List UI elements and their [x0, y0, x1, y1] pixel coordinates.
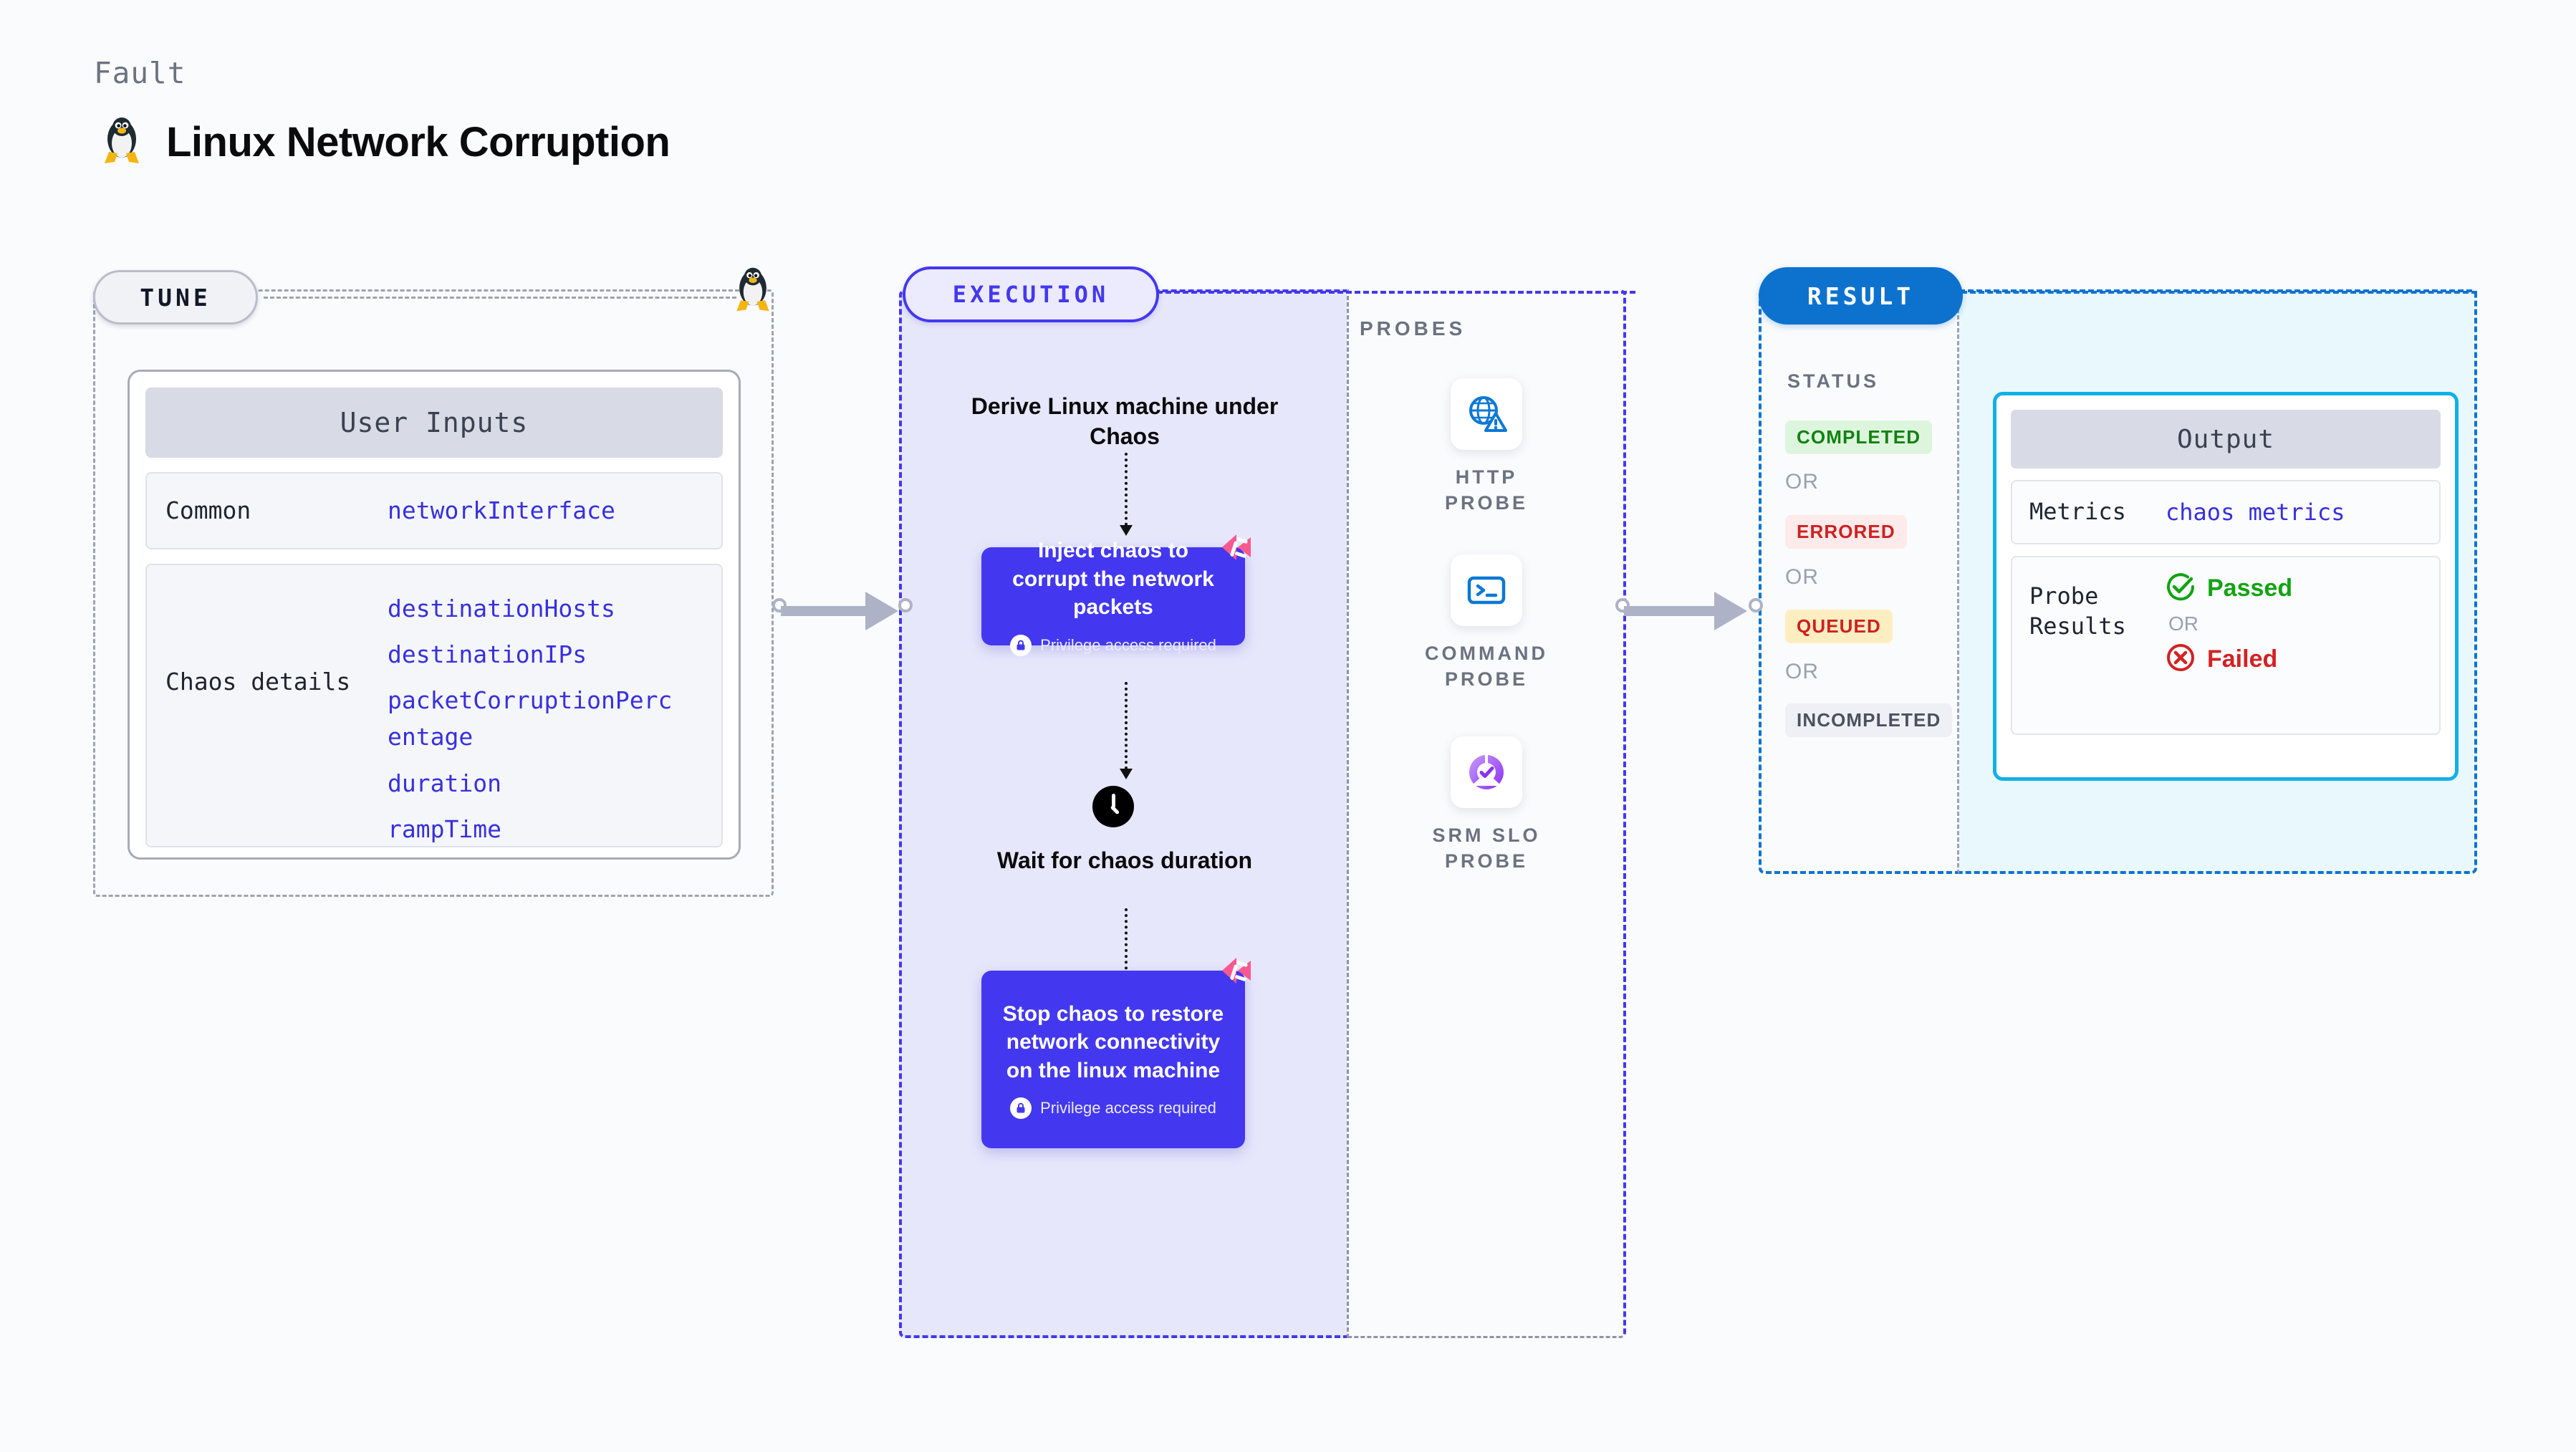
status-label: STATUS [1787, 370, 1879, 392]
value-item[interactable]: destinationHosts [388, 595, 615, 622]
globe-warning-icon [1451, 378, 1522, 450]
output-row-metrics: Metrics chaos metrics [2011, 480, 2441, 544]
row-values: networkInterface [388, 483, 615, 538]
probes-panel [1347, 289, 1626, 1338]
user-inputs-card: User Inputs Common networkInterface Chao… [128, 370, 741, 860]
metrics-value[interactable]: chaos metrics [2166, 499, 2345, 526]
clock-icon [1091, 784, 1135, 832]
terminal-icon [1451, 554, 1522, 626]
connector-line [781, 606, 867, 616]
probe-results-values: Passed OR Failed [2166, 572, 2292, 676]
stop-chaos-step[interactable]: Stop chaos to restore network connectivi… [981, 958, 1251, 1148]
or-separator: OR [2168, 612, 2198, 635]
privilege-text: Privilege access required [1040, 1099, 1216, 1117]
tune-divider [264, 297, 736, 299]
probe-caption: COMMAND PROBE [1425, 643, 1548, 691]
step-title: Stop chaos to restore network connectivi… [1002, 1001, 1224, 1082]
linux-penguin-icon [100, 115, 143, 170]
page-title: Linux Network Corruption [166, 119, 671, 165]
output-card: Output Metrics chaos metrics Probe Resul… [1993, 392, 2459, 781]
status-badge-completed: COMPLETED [1785, 420, 1933, 454]
value-item[interactable]: networkInterface [388, 496, 615, 525]
execution-pill[interactable]: EXECUTION [903, 266, 1159, 322]
or-separator: OR [1785, 565, 1819, 589]
flow-arrow-1-icon [1120, 453, 1133, 536]
probe-item-srm-slo[interactable]: SRM SLO PROBE [1418, 736, 1554, 875]
privilege-text: Privilege access required [1040, 635, 1216, 654]
page-kicker: Fault [94, 56, 186, 90]
status-badge-errored: ERRORED [1785, 515, 1907, 549]
row-label: Metrics [2029, 498, 2126, 526]
result-pill[interactable]: RESULT [1759, 267, 1963, 324]
execution-top-divider [1157, 291, 1635, 294]
connector-end-dot [898, 598, 913, 612]
harness-mark-icon [1219, 532, 1252, 568]
probe-result-passed: Passed [2166, 572, 2292, 605]
x-circle-icon [2166, 643, 2196, 676]
passed-label: Passed [2207, 574, 2293, 602]
failed-label: Failed [2207, 645, 2278, 673]
value-item[interactable]: rampTime [388, 814, 501, 843]
probe-caption: SRM SLO PROBE [1432, 824, 1541, 872]
or-separator: OR [1785, 660, 1819, 683]
output-card-header: Output [2011, 410, 2441, 468]
privilege-note: Privilege access required [1010, 1097, 1216, 1120]
page-title-row: Linux Network Corruption [100, 115, 671, 170]
or-separator: OR [1785, 470, 1819, 494]
harness-mark-icon [1219, 955, 1252, 991]
probes-label: PROBES [1360, 317, 1466, 340]
result-top-divider [1961, 291, 2477, 294]
status-badge-incompleted: INCOMPLETED [1785, 703, 1953, 737]
row-label: Chaos details [165, 668, 351, 696]
user-input-row-chaos-details: Chaos details destinationHosts destinati… [145, 564, 723, 847]
value-item[interactable]: destinationIPs [388, 640, 587, 669]
privilege-note: Privilege access required [1010, 634, 1216, 656]
result-panel [1759, 289, 1959, 874]
probe-caption: HTTP PROBE [1444, 466, 1529, 514]
probe-item-command[interactable]: COMMAND PROBE [1418, 554, 1554, 693]
check-circle-icon [2166, 572, 2196, 605]
wait-duration-step-label: Wait for chaos duration [996, 847, 1253, 873]
connector-arrowhead [865, 592, 898, 630]
flow-arrow-2-icon [1120, 682, 1133, 779]
row-label: Probe Results [2029, 582, 2126, 640]
tune-linux-penguin-icon [732, 265, 774, 317]
row-values: destinationHosts destinationIPs packetCo… [388, 581, 674, 857]
connector-end-dot [1749, 598, 1763, 612]
inject-chaos-step[interactable]: Inject chaos to corrupt the network pack… [981, 534, 1251, 656]
connector-line [1624, 606, 1716, 616]
user-input-row-common: Common networkInterface [145, 472, 723, 549]
connector-arrowhead [1714, 592, 1747, 630]
step-title: Inject chaos to corrupt the network pack… [1012, 539, 1214, 620]
slo-donut-check-icon [1451, 736, 1522, 808]
status-badge-queued: QUEUED [1785, 610, 1893, 643]
value-item[interactable]: packetCorruptionPercentage [388, 686, 673, 751]
lock-icon [1010, 1097, 1032, 1120]
value-item[interactable]: duration [388, 769, 501, 797]
output-row-probe-results: Probe Results Passed OR [2011, 556, 2441, 735]
probe-result-failed: Failed [2166, 643, 2292, 676]
probe-item-http[interactable]: HTTP PROBE [1418, 378, 1554, 516]
user-inputs-header: User Inputs [145, 388, 723, 458]
derive-machine-step-label: Derive Linux machine under Chaos [971, 393, 1279, 450]
tune-pill[interactable]: TUNE [93, 270, 258, 324]
tune-panel [93, 289, 774, 897]
lock-icon [1010, 634, 1032, 656]
row-label: Common [165, 496, 251, 525]
